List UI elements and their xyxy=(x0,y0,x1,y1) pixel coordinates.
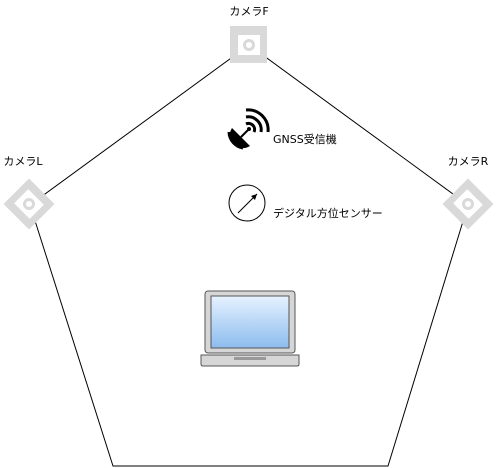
camera-left-label: カメラL xyxy=(3,155,43,168)
camera-icon xyxy=(230,26,267,63)
compass-label: デジタル方位センサー xyxy=(273,206,383,220)
laptop-icon[interactable] xyxy=(200,290,300,367)
pentagon-outline xyxy=(29,44,469,467)
satellite-dish-icon xyxy=(227,108,270,150)
camera-icon xyxy=(442,178,494,230)
camera-front-label: カメラF xyxy=(229,5,268,18)
gnss-receiver[interactable]: GNSS受信機 xyxy=(227,108,337,150)
gnss-label: GNSS受信機 xyxy=(273,132,337,146)
camera-icon xyxy=(3,178,55,230)
compass-sensor[interactable]: デジタル方位センサー xyxy=(228,184,383,222)
compass-icon xyxy=(228,184,266,222)
camera-left[interactable]: カメラL xyxy=(3,155,55,230)
camera-right-label: カメラR xyxy=(448,155,489,168)
camera-front[interactable]: カメラF xyxy=(229,5,269,63)
